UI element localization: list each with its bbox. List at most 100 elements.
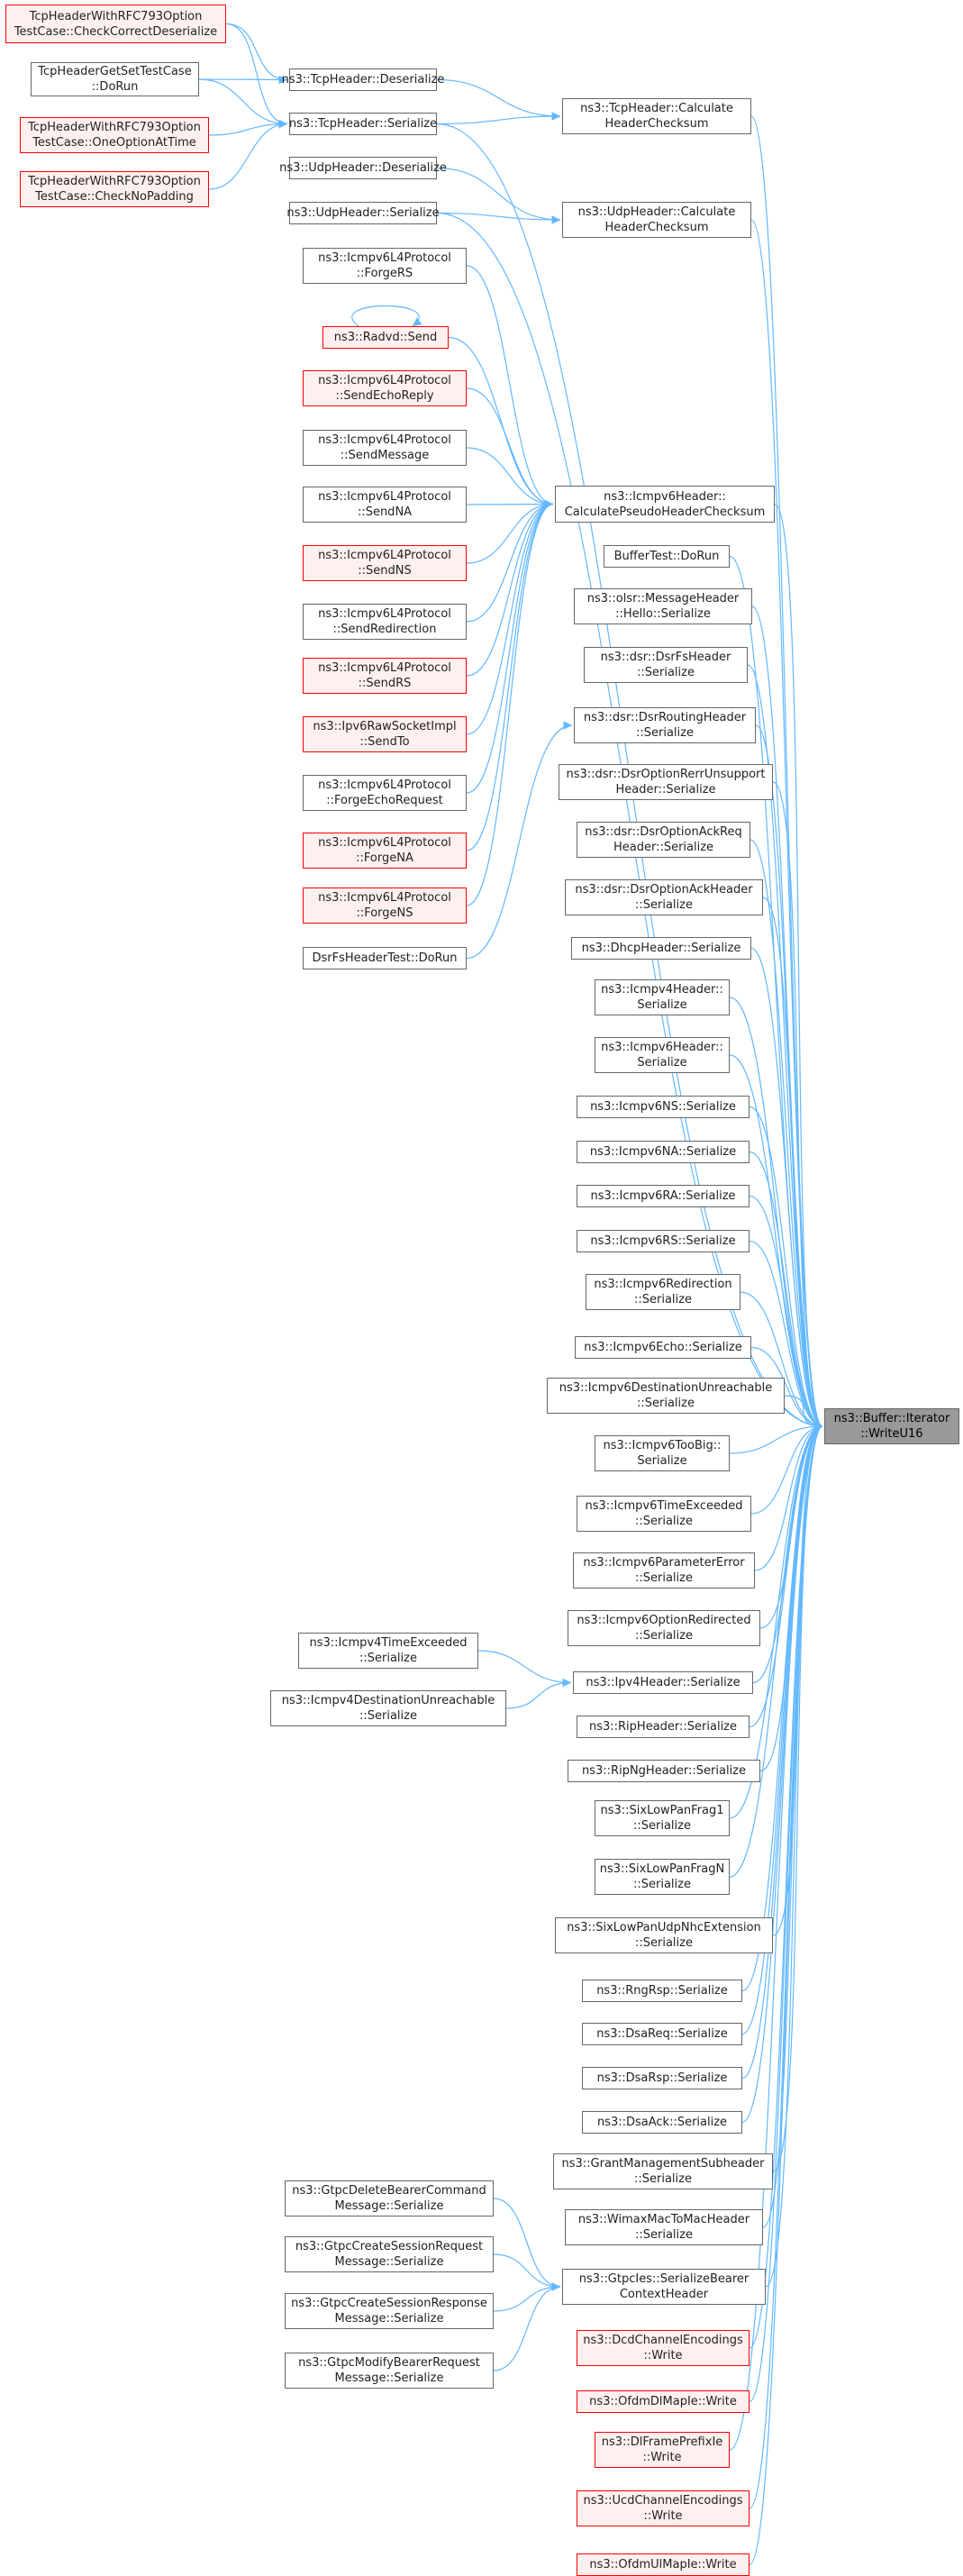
node-label-line: Message::Serialize xyxy=(334,2371,444,2385)
icmpv6header-serialize-node[interactable]: ns3::Icmpv6Header::Serialize xyxy=(595,1037,730,1073)
udpheader-serialize-node[interactable]: ns3::UdpHeader::Serialize xyxy=(286,202,440,224)
node-label-line: ns3::WimaxMacToMacHeader xyxy=(577,2213,750,2226)
call-edge xyxy=(729,997,823,1431)
node-label-line: ns3::Icmpv4Header:: xyxy=(601,983,723,997)
node-label-line: ns3::DhcpHeader::Serialize xyxy=(581,942,741,955)
icmpv6l4protocol-forgens-node[interactable]: ns3::Icmpv6L4Protocol::ForgeNS xyxy=(303,887,467,924)
icmpv6l4protocol-sendechoreply-node[interactable]: ns3::Icmpv6L4Protocol::SendEchoReply xyxy=(303,370,467,406)
dlframeprefixie-write-node[interactable]: ns3::DlFramePrefixIe::Write xyxy=(595,2432,730,2468)
icmpv6l4protocol-sendmessage-node[interactable]: ns3::Icmpv6L4Protocol::SendMessage xyxy=(303,430,467,466)
dhcpheader-serialize-node[interactable]: ns3::DhcpHeader::Serialize xyxy=(571,937,751,960)
ucdchannelencodings-write-node[interactable]: ns3::UcdChannelEncodings::Write xyxy=(577,2490,750,2526)
icmpv6l4protocol-forgers-node[interactable]: ns3::Icmpv6L4Protocol::ForgeRS xyxy=(303,248,467,284)
icmpv6l4protocol-forgena-node[interactable]: ns3::Icmpv6L4Protocol::ForgeNA xyxy=(303,833,467,869)
icmpv6redirection-serialize-node[interactable]: ns3::Icmpv6Redirection::Serialize xyxy=(586,1274,740,1310)
icmpv6echo-serialize-node[interactable]: ns3::Icmpv6Echo::Serialize xyxy=(575,1336,751,1359)
icmpv6l4protocol-sendrs-node[interactable]: ns3::Icmpv6L4Protocol::SendRS xyxy=(303,658,467,694)
icmpv6destinationunreachable-serialize-node[interactable]: ns3::Icmpv6DestinationUnreachable::Seria… xyxy=(547,1378,785,1414)
node-label-line: ns3::Icmpv6Header:: xyxy=(604,489,726,504)
tcpheader-getset-testcase-dorun-node[interactable]: TcpHeaderGetSetTestCase::DoRun xyxy=(31,62,199,96)
grantmanagementsubheader-serialize-node[interactable]: ns3::GrantManagementSubheader::Serialize xyxy=(553,2153,773,2189)
olsr-messageheader-hello-serialize-node[interactable]: ns3::olsr::MessageHeader::Hello::Seriali… xyxy=(574,588,752,624)
icmpv6l4protocol-sendns-node[interactable]: ns3::Icmpv6L4Protocol::SendNS xyxy=(303,545,467,581)
dsaack-serialize-node[interactable]: ns3::DsaAck::Serialize xyxy=(582,2111,742,2134)
icmpv6timeexceeded-serialize-node[interactable]: ns3::Icmpv6TimeExceeded::Serialize xyxy=(577,1496,751,1532)
dsr-dsrroutingheader-serialize-node[interactable]: ns3::dsr::DsrRoutingHeader::Serialize xyxy=(574,707,756,743)
call-edge xyxy=(749,1422,823,1728)
sixlowpanfrag1-serialize-node[interactable]: ns3::SixLowPanFrag1::Serialize xyxy=(595,1800,730,1836)
dsrfsheadertest-dorun-node[interactable]: DsrFsHeaderTest::DoRun xyxy=(303,947,467,969)
node-label-line: ::Serialize xyxy=(635,2228,693,2242)
ofdmdlmapie-write-node[interactable]: ns3::OfdmDlMapIe::Write xyxy=(577,2390,750,2413)
icmpv4timeexceeded-serialize-node[interactable]: ns3::Icmpv4TimeExceeded::Serialize xyxy=(298,1633,478,1669)
icmpv6l4protocol-sendredirection-node[interactable]: ns3::Icmpv6L4Protocol::SendRedirection xyxy=(303,604,467,640)
sixlowpanudpnhcextension-serialize-node[interactable]: ns3::SixLowPanUdpNhcExtension::Serialize xyxy=(555,1917,773,1953)
radvd-send-node[interactable]: ns3::Radvd::Send xyxy=(323,326,449,349)
icmpv6ra-serialize-node[interactable]: ns3::Icmpv6RA::Serialize xyxy=(577,1185,750,1207)
node-label-line: ns3::Icmpv6Header:: xyxy=(601,1041,723,1054)
tcpheader-deserialize-node[interactable]: ns3::TcpHeader::Deserialize xyxy=(282,68,444,91)
icmpv6parametererror-serialize-node[interactable]: ns3::Icmpv6ParameterError::Serialize xyxy=(573,1552,755,1588)
sixlowpanfragn-serialize-node[interactable]: ns3::SixLowPanFragN::Serialize xyxy=(595,1859,730,1895)
ripheader-serialize-node[interactable]: ns3::RipHeader::Serialize xyxy=(577,1716,750,1738)
dsarsp-serialize-node[interactable]: ns3::DsaRsp::Serialize xyxy=(582,2067,742,2089)
ripngheader-serialize-node[interactable]: ns3::RipNgHeader::Serialize xyxy=(568,1760,760,1782)
icmpv6optionredirected-serialize-node[interactable]: ns3::Icmpv6OptionRedirected::Serialize xyxy=(568,1610,760,1646)
ipv6rawsocketimpl-sendto-node[interactable]: ns3::Ipv6RawSocketImpl::SendTo xyxy=(303,716,467,752)
call-edge xyxy=(466,499,554,851)
call-edge xyxy=(729,1422,823,1819)
dsr-dsrfsheader-serialize-node[interactable]: ns3::dsr::DsrFsHeader::Serialize xyxy=(584,647,748,683)
ofdmulmapie-write-node[interactable]: ns3::OfdmUlMapIe::Write xyxy=(577,2553,750,2576)
node-label-line: TcpHeaderWithRFC793Option xyxy=(28,121,201,134)
node-label-line: ns3::GtpcIes::SerializeBearer xyxy=(578,2272,750,2286)
icmpv6toobig-serialize-node[interactable]: ns3::Icmpv6TooBig::Serialize xyxy=(595,1435,730,1471)
call-edge xyxy=(436,78,561,121)
rngrsp-serialize-node[interactable]: ns3::RngRsp::Serialize xyxy=(582,1980,742,2002)
icmpv6rs-serialize-node[interactable]: ns3::Icmpv6RS::Serialize xyxy=(577,1230,750,1252)
node-label-line: ns3::Icmpv4DestinationUnreachable xyxy=(281,1694,495,1707)
buffertest-dorun-node[interactable]: BufferTest::DoRun xyxy=(604,545,730,568)
call-edge xyxy=(493,2282,561,2312)
udpheader-deserialize-node[interactable]: ns3::UdpHeader::Deserialize xyxy=(279,157,447,179)
call-edge xyxy=(351,305,422,327)
icmpv6ns-serialize-node[interactable]: ns3::Icmpv6NS::Serialize xyxy=(577,1096,750,1118)
ipv4header-serialize-node[interactable]: ns3::Ipv4Header::Serialize xyxy=(573,1671,753,1694)
dcdchannelencodings-write-node[interactable]: ns3::DcdChannelEncodings::Write xyxy=(577,2330,750,2366)
call-edge xyxy=(448,336,554,509)
icmpv4destinationunreachable-serialize-node[interactable]: ns3::Icmpv4DestinationUnreachable::Seria… xyxy=(270,1690,506,1726)
node-label-line: ns3::RipNgHeader::Serialize xyxy=(582,1764,746,1778)
node-label-line: BufferTest::DoRun xyxy=(613,550,720,563)
icmpv6header-calculatepseudoheaderchecksum-node[interactable]: ns3::Icmpv6Header::CalculatePseudoHeader… xyxy=(555,486,775,523)
node-label-line: ns3::Icmpv6L4Protocol xyxy=(318,661,451,675)
wimaxmactomacheader-serialize-node[interactable]: ns3::WimaxMacToMacHeader::Serialize xyxy=(565,2209,763,2245)
icmpv6l4protocol-forgeechorequest-node[interactable]: ns3::Icmpv6L4Protocol::ForgeEchoRequest xyxy=(303,775,467,811)
node-label-line: ns3::GtpcCreateSessionRequest xyxy=(295,2240,484,2253)
icmpv4header-serialize-node[interactable]: ns3::Icmpv4Header::Serialize xyxy=(595,979,730,1015)
node-label-line: ns3::Icmpv6RA::Serialize xyxy=(590,1189,736,1203)
icmpv6l4protocol-sendna-node[interactable]: ns3::Icmpv6L4Protocol::SendNA xyxy=(303,487,467,523)
call-edge xyxy=(505,1678,572,1709)
icmpv6na-serialize-node[interactable]: ns3::Icmpv6NA::Serialize xyxy=(577,1141,750,1163)
call-edge xyxy=(784,1395,823,1431)
call-edge xyxy=(740,1291,823,1431)
dsareq-serialize-node[interactable]: ns3::DsaReq::Serialize xyxy=(582,2023,742,2045)
node-label-line: HeaderChecksum xyxy=(604,117,709,131)
tcpheader-serialize-node[interactable]: ns3::TcpHeader::Serialize xyxy=(289,113,437,135)
node-label-line: ns3::SixLowPanFragN xyxy=(599,1862,725,1876)
node-label-line: ::Serialize xyxy=(636,726,694,740)
dsr-dsroptionack-serialize-node[interactable]: ns3::dsr::DsrOptionAckHeader::Serialize xyxy=(565,879,763,915)
node-label-line: ::Write xyxy=(643,2349,683,2362)
